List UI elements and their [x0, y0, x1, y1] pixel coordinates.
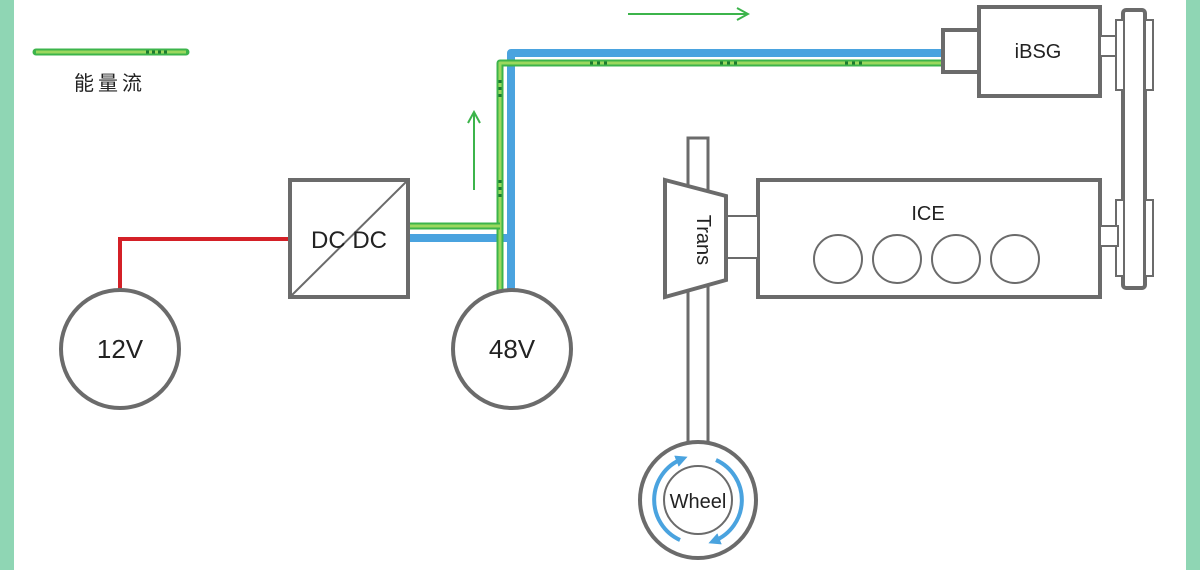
frame-left-bar — [0, 0, 14, 570]
high-voltage-wire — [507, 49, 943, 290]
battery-48v-label: 48V — [489, 334, 536, 364]
battery-12v-label: 12V — [97, 334, 144, 364]
belt-drive — [1115, 8, 1154, 290]
cylinder-3 — [931, 234, 981, 284]
wheel-rotation-arrow-right — [708, 458, 744, 545]
trans-label: Trans — [692, 215, 714, 265]
wheel-label: Wheel — [670, 491, 727, 513]
legend: 能量流 — [32, 48, 190, 95]
ice-engine: ICE — [756, 178, 1119, 299]
wheel-rotation-arrow-left — [652, 455, 688, 542]
frame-corner-notch — [1186, 468, 1200, 482]
dcdc-converter: DC DC — [288, 178, 410, 299]
frame-right-bar — [1186, 0, 1200, 570]
ibsg-unit: iBSG — [941, 5, 1121, 98]
cylinder-1 — [813, 234, 863, 284]
battery-12v: 12V — [59, 288, 181, 410]
energy-flow-line — [408, 59, 943, 290]
ice-label: ICE — [911, 203, 944, 225]
cylinder-2 — [872, 234, 922, 284]
wheel: Wheel — [638, 440, 758, 560]
dcdc-label: DC DC — [311, 227, 387, 254]
cylinder-4 — [990, 234, 1040, 284]
legend-label: 能量流 — [74, 72, 146, 95]
engine-shaft — [725, 215, 759, 259]
battery-48v: 48V — [451, 288, 573, 410]
low-voltage-wire — [118, 237, 290, 290]
ibsg-label: iBSG — [1015, 41, 1062, 63]
transmission: Trans — [663, 136, 728, 445]
